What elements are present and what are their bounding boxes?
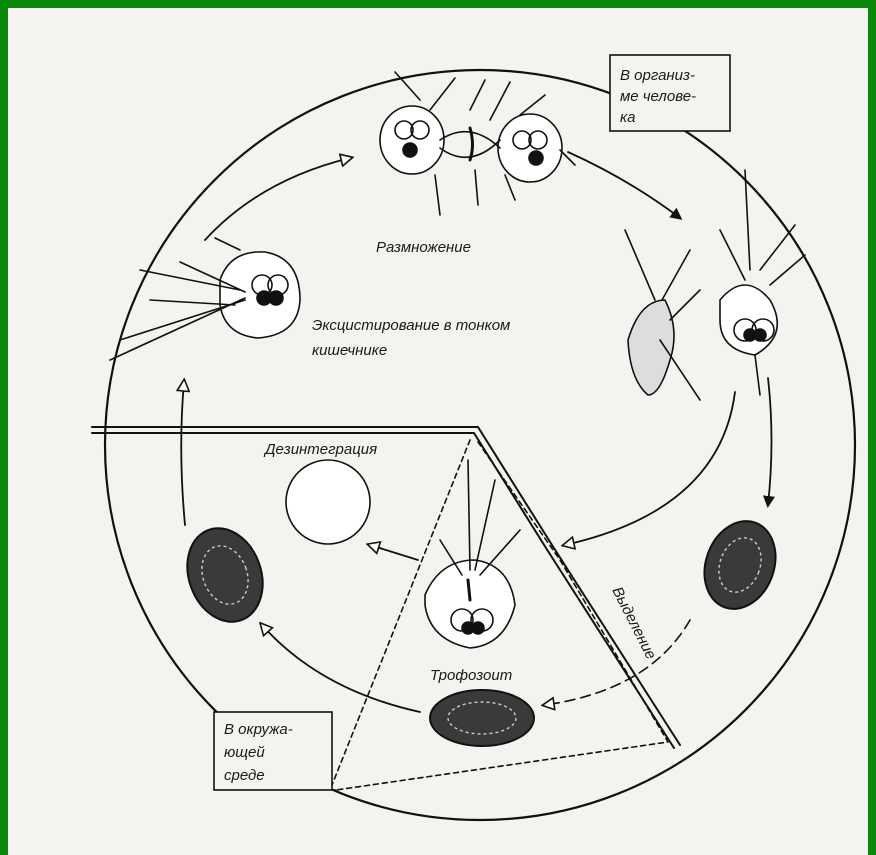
- excretion-label: Выделение: [608, 584, 659, 662]
- environment-line-3: среде: [224, 767, 265, 784]
- excystation-label-line-1: Эксцистирование в тонком: [312, 317, 510, 334]
- arrow-reproduction-to-trophozoite: [568, 152, 680, 218]
- environment-box: В окружа- ющей среде: [214, 712, 332, 790]
- trophozoite-center: [425, 460, 520, 648]
- disintegrated-cyst: [286, 460, 370, 544]
- in-body-line-2: ме челове-: [620, 88, 696, 105]
- life-cycle-diagram: В организ- ме челове- ка В окружа- ющей …: [8, 8, 868, 855]
- diagram-canvas: В организ- ме челове- ка В окружа- ющей …: [8, 8, 868, 855]
- cyst-bottom: [430, 690, 534, 746]
- divider-line: [92, 427, 680, 748]
- arrow-env-cyst-to-left-cyst: [262, 625, 420, 712]
- trophozoite-label: Трофозоит: [430, 667, 512, 684]
- arrow-trophozoite-to-disintegration: [370, 545, 418, 560]
- trophozoite-front-right: [720, 170, 805, 395]
- arrow-excystation-to-reproduction: [205, 158, 350, 240]
- arrow-cyst-to-excystation: [181, 382, 185, 525]
- disintegration-label: Дезинтеграция: [263, 441, 377, 458]
- environment-line-2: ющей: [224, 744, 265, 761]
- in-body-line-3: ка: [620, 109, 635, 126]
- arrow-trophozoite-to-excretion: [565, 392, 735, 545]
- dividing-giardia: [380, 72, 575, 215]
- environment-line-1: В окружа-: [224, 721, 293, 738]
- trophozoite-side: [625, 230, 700, 400]
- excystation-label-line-2: кишечнике: [312, 342, 387, 359]
- arrow-trophozoite-to-cyst: [768, 378, 772, 505]
- in-body-line-1: В организ-: [620, 67, 695, 84]
- in-body-box: В организ- ме челове- ка: [610, 55, 730, 131]
- arrow-excreted-cyst: [545, 620, 690, 705]
- cyst-right: [693, 511, 788, 619]
- cyst-left: [175, 518, 275, 633]
- excysting-giardia: [110, 238, 300, 360]
- reproduction-label: Размножение: [376, 239, 471, 256]
